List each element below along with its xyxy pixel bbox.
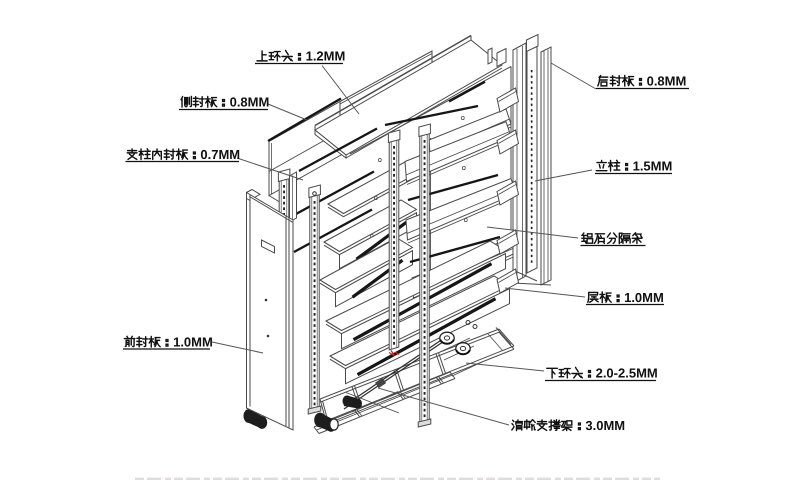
svg-text:0.8MM: 0.8MM bbox=[230, 95, 270, 110]
svg-text:1.5MM: 1.5MM bbox=[633, 159, 673, 174]
svg-text:2.0-2.5MM: 2.0-2.5MM bbox=[596, 366, 658, 381]
svg-text:0.8MM: 0.8MM bbox=[647, 74, 687, 89]
svg-text:0.7MM: 0.7MM bbox=[200, 147, 240, 162]
svg-text:1.0MM: 1.0MM bbox=[624, 290, 664, 305]
svg-text:3.0MM: 3.0MM bbox=[585, 418, 625, 433]
svg-text:1.2MM: 1.2MM bbox=[306, 49, 346, 64]
svg-text:1.0MM: 1.0MM bbox=[173, 335, 213, 350]
